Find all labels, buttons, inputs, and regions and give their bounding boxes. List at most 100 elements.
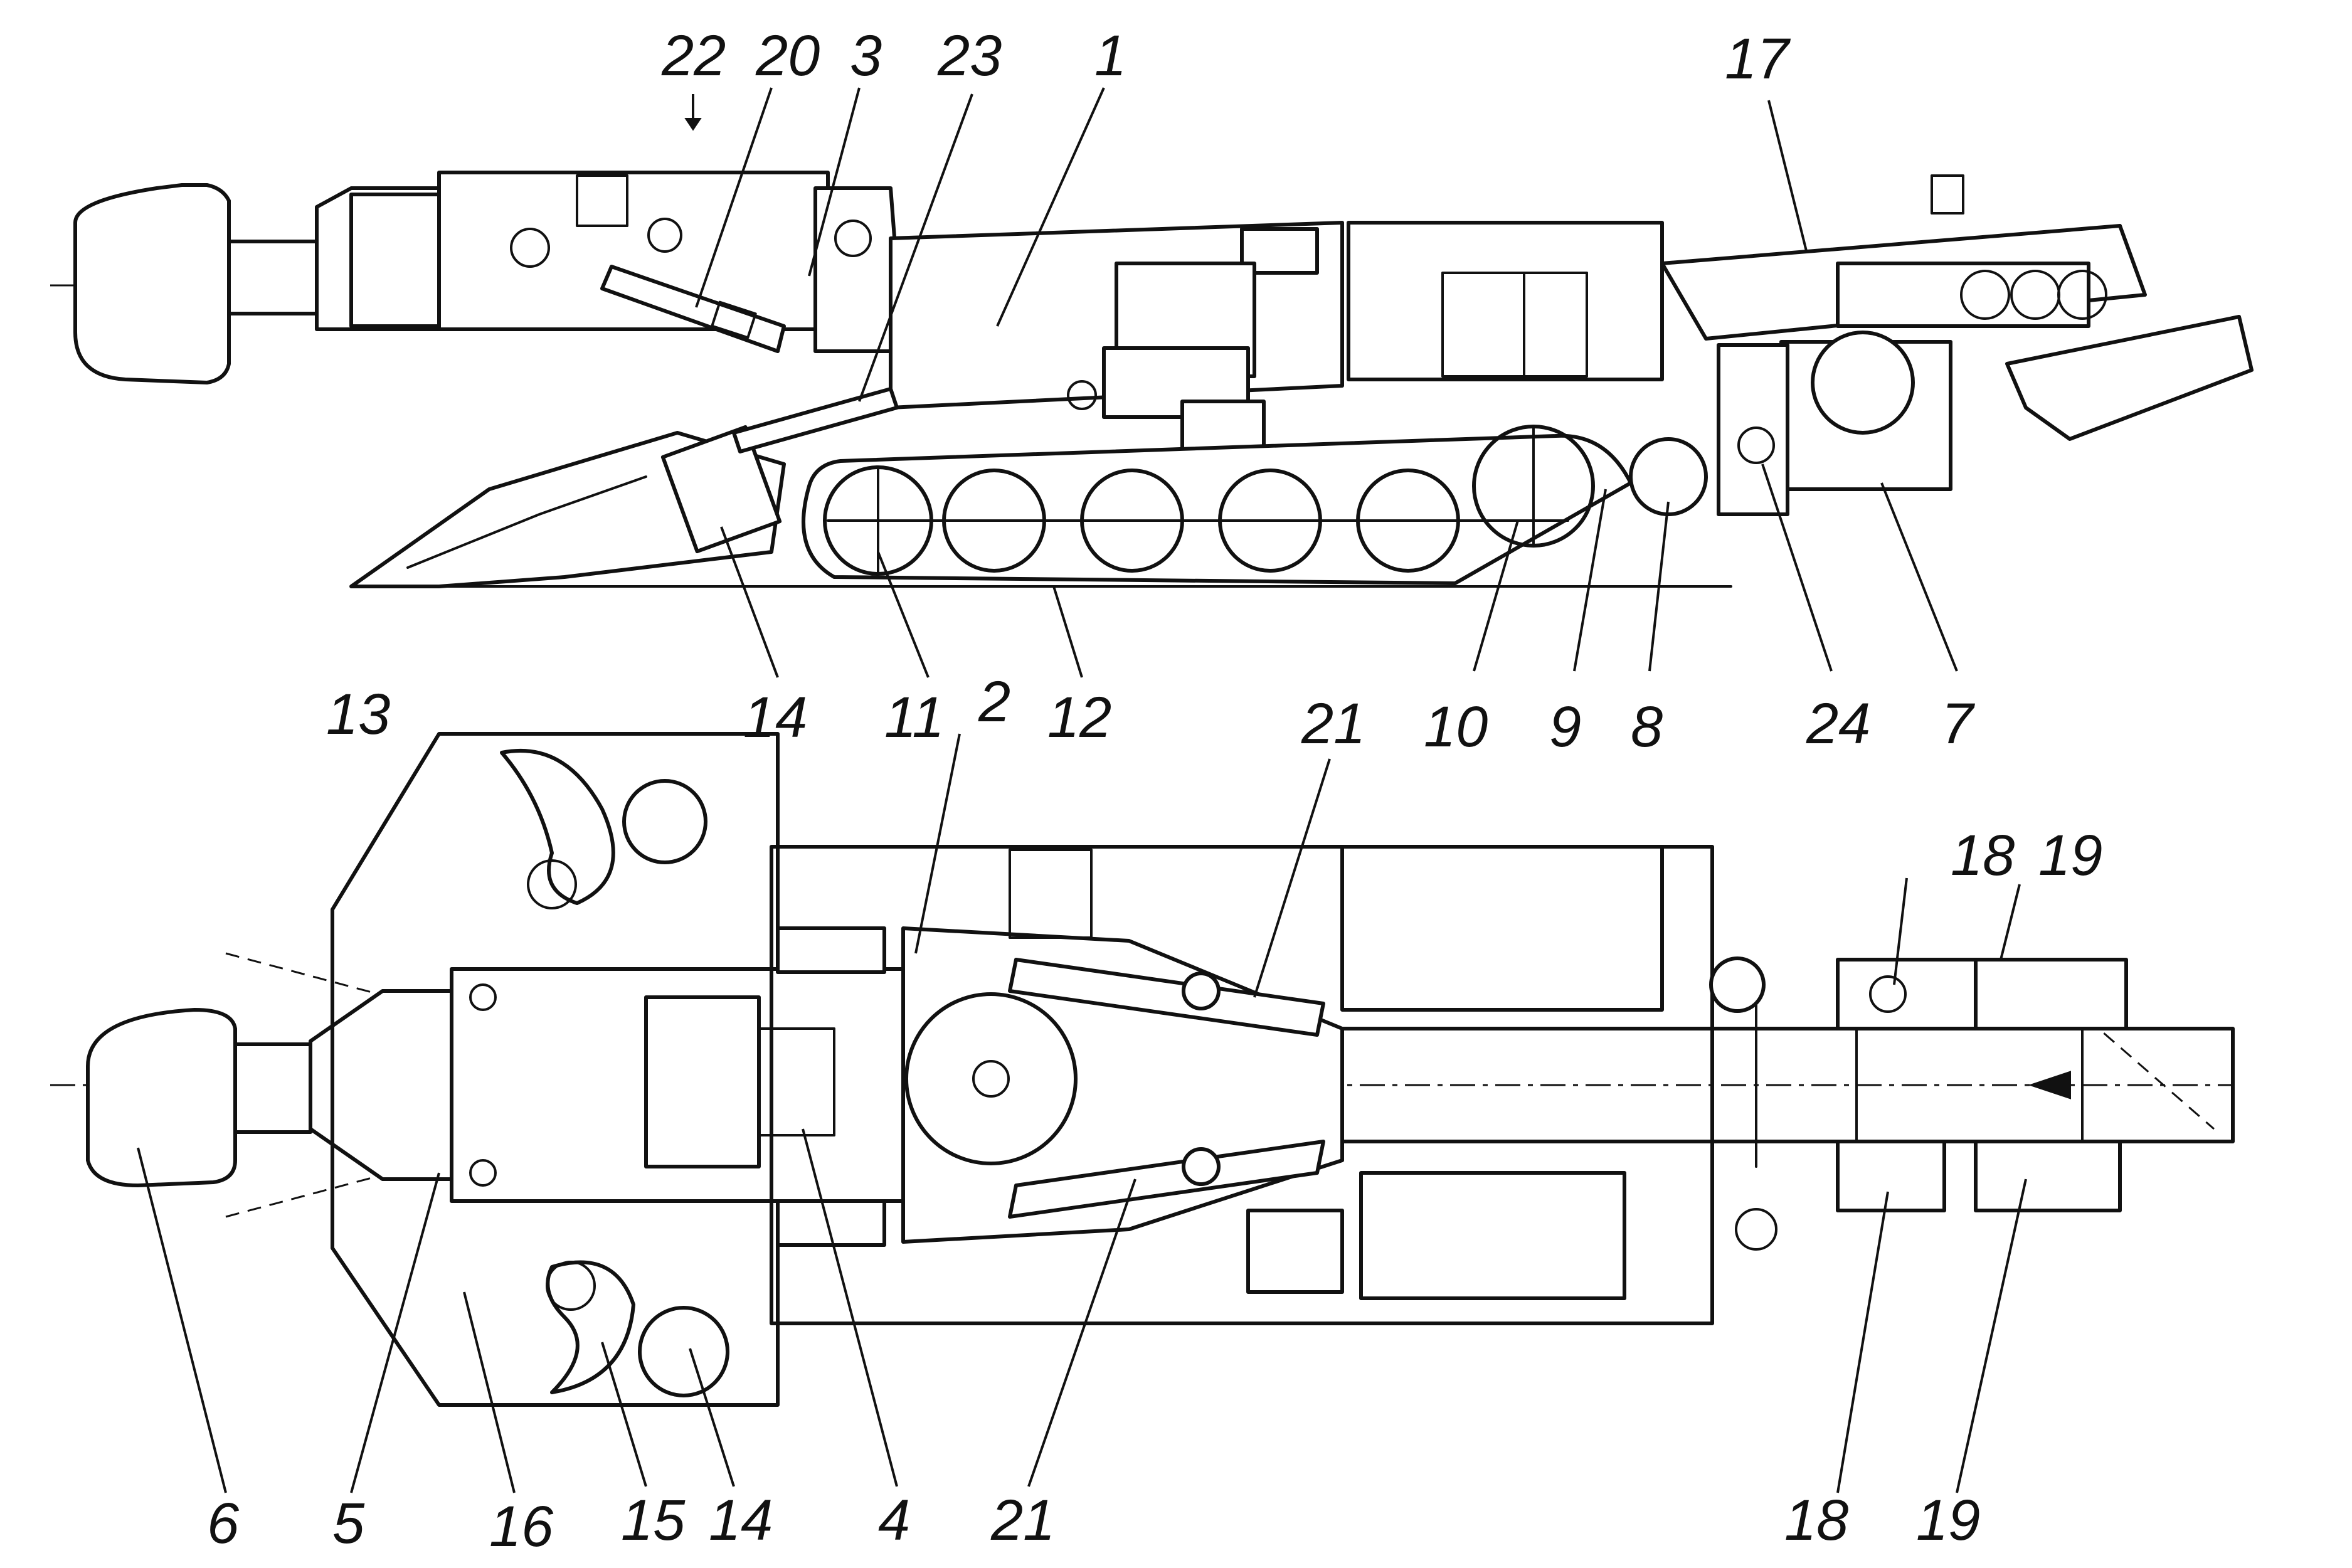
plan-rear-conveyor [1340,1027,2235,1143]
callout-15: 15 [621,1488,686,1552]
leader-lines [137,87,2027,1493]
plan-turret [644,995,761,1168]
plan-slew-cylinder-lower [1008,1140,1325,1219]
plan-cylinder-pin-upper [1182,972,1221,1010]
callout-1: 1 [1094,24,1126,88]
callout-12: 12 [1047,686,1111,750]
leader-19-bottom [1956,1179,2027,1493]
side-rear-drum-3 [2057,270,2107,320]
leader-11 [877,551,930,678]
plan-cutting-head [86,1008,237,1187]
side-coupling [1717,343,1789,516]
leader-16 [463,1291,516,1493]
side-idler-wheel [1629,437,1708,516]
leader-12 [1052,586,1083,678]
leader-15 [601,1342,647,1487]
side-apron-line [406,475,647,569]
side-tail-boom [2005,315,2254,441]
callout-4: 4 [878,1488,910,1552]
side-boom-box [576,174,628,227]
plan-track-tread [1009,849,1093,939]
side-cylinder-rod [711,300,757,339]
callout-18-top: 18 [1951,824,2015,887]
side-boom-cylinder [600,265,786,353]
side-rear-drive [1836,262,2090,328]
plan-gathering-arm-upper [500,748,615,905]
side-coupling-gear [1737,426,1775,464]
side-filter [1067,380,1097,410]
leader-22-arrowhead [684,118,702,131]
callout-10: 10 [1424,695,1488,759]
leader-21-top [1253,758,1331,998]
plan-rear-gearbox-upper [1974,958,2128,1030]
plan-rear-motor-lower [1836,1140,1946,1212]
leader-9 [1573,489,1607,672]
callout-7: 7 [1941,692,1975,756]
plan-boom-pin-1 [469,983,497,1011]
plan-rear-gearbox-lower [1974,1140,2122,1212]
plan-rear-motor-upper [1836,958,1978,1030]
plan-rear-motor-upper-shaft [1869,975,1907,1013]
callout-8: 8 [1631,695,1663,759]
leader-19-top [2000,884,2021,960]
leader-1 [996,87,1105,327]
plan-gathering-disc-lower [638,1306,729,1397]
leader-5 [350,1172,440,1493]
plan-boom-pin-2 [469,1159,497,1187]
plan-hydraulic-tank [1359,1171,1626,1300]
plan-turret-gear [758,1027,835,1136]
side-boom-pivot-1 [510,228,550,268]
plan-gathering-arm-lower [546,1260,635,1394]
leader-18-top [1893,877,1908,985]
leader-2 [914,733,961,954]
callout-14-plan: 14 [709,1488,773,1552]
side-view [50,171,2254,588]
side-apron-cylinder [732,387,899,453]
leader-14-plan [689,1348,735,1487]
side-boom-joint [349,193,441,328]
callout-13: 13 [326,682,390,746]
side-motor [1811,331,1915,435]
callout-16: 16 [489,1495,554,1559]
plan-swivel-center [972,1060,1010,1098]
callout-9: 9 [1549,695,1581,759]
plan-slew-cylinder-upper [1008,958,1325,1037]
plan-cylinder-pin-lower [1182,1147,1221,1186]
leader-17 [1767,100,1808,252]
callout-19-top: 19 [2038,824,2102,887]
side-cutting-head [73,183,231,384]
plan-pump [1246,1209,1344,1294]
plan-loading-apron [331,732,780,1407]
leader-24 [1761,464,1833,672]
callout-23: 23 [937,24,1002,88]
callout-18-bottom: 18 [1784,1488,1848,1552]
side-gathering-arm [660,425,782,554]
leader-4 [802,1128,898,1487]
plan-electric-cabinet [1340,845,1664,1012]
plan-boom-bracket-upper [776,926,886,974]
plan-coupling [1735,1208,1777,1251]
callout-22: 22 [661,24,726,88]
callout-3: 3 [850,24,882,88]
callout-labels: 22 20 3 23 1 17 14 11 2 12 21 10 9 8 24 … [207,24,2102,1559]
plan-small-gear-lower [546,1261,596,1311]
plan-gathering-disc-upper [622,779,707,864]
plan-small-gear-upper [527,859,577,909]
callout-21-top: 21 [1301,692,1365,756]
leader-6 [137,1147,227,1493]
callout-2: 2 [978,670,1010,734]
leader-8 [1648,501,1670,672]
leader-7 [1880,482,1958,672]
callout-17: 17 [1725,27,1791,91]
callout-19-bottom: 19 [1916,1488,1980,1552]
side-rear-lamp [1931,174,1964,215]
plan-swivel-ring [904,992,1078,1165]
callout-20: 20 [755,24,820,88]
plan-gear-disc [1709,956,1766,1013]
side-electric-cabinet [1347,221,1664,381]
leader-10 [1473,520,1519,672]
callout-5: 5 [332,1491,365,1555]
callout-21-bottom: 21 [990,1488,1055,1552]
plan-head-shaft [233,1042,312,1134]
